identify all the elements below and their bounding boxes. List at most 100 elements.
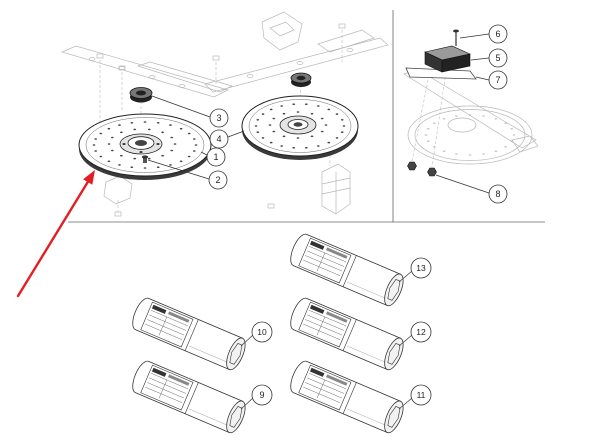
callout-5: 5	[488, 48, 508, 68]
knife-bar	[403, 69, 537, 149]
disc-hole	[320, 130, 324, 133]
cylinder-end-face	[226, 400, 246, 434]
callout-circle	[488, 184, 508, 204]
callout-10: 10	[251, 321, 273, 343]
callout-number: 1	[213, 152, 218, 162]
cylinder-section-edge	[342, 255, 357, 287]
disc-hole	[133, 128, 137, 131]
small-bolt	[338, 23, 346, 29]
callout-number: 7	[495, 75, 500, 85]
callout-number: 10	[257, 327, 267, 337]
label-header	[309, 304, 325, 314]
disc-hole	[187, 132, 191, 135]
cutter-bar-beam	[204, 37, 389, 93]
disc-inner-ring	[248, 99, 352, 153]
assembly-axis	[411, 69, 431, 162]
label-line	[305, 382, 343, 399]
callout-circle	[410, 384, 432, 406]
label-line	[309, 246, 347, 263]
small-bolt	[212, 55, 220, 61]
cylinder-shading	[189, 345, 232, 365]
disc-hole	[455, 153, 458, 155]
leader-line-10	[240, 334, 254, 347]
disc-hole	[442, 118, 446, 120]
disc-hole	[256, 119, 260, 121]
blade-disc-left	[78, 113, 212, 180]
cylinder-shading	[189, 408, 232, 428]
disc-hole	[192, 150, 196, 152]
callout-circle	[488, 24, 508, 44]
cylinder-end-face	[226, 337, 246, 371]
leader-line-9	[240, 397, 254, 410]
small-bolt	[96, 53, 104, 59]
disc-hole	[468, 154, 472, 156]
disc-hole	[494, 150, 498, 152]
cutter-bar-beam	[60, 45, 229, 98]
red-pointer-arrow	[16, 170, 95, 298]
callout-6: 6	[488, 24, 508, 44]
disc-hole	[426, 140, 430, 142]
disc-holes-inner	[268, 111, 328, 139]
label-line	[151, 310, 189, 327]
leader-line-4	[227, 130, 245, 138]
disc-hole	[169, 164, 172, 166]
callout-circle	[410, 321, 432, 343]
disc-hole	[327, 108, 331, 111]
callout-12: 12	[410, 321, 432, 343]
cylinder-part-11	[290, 360, 404, 434]
disc-hole	[130, 122, 134, 124]
disc-hole	[118, 164, 121, 166]
disc-hole	[335, 113, 339, 115]
disc-hole	[173, 143, 177, 145]
disc-hole	[292, 103, 296, 105]
label-header	[325, 311, 348, 323]
disc-outline	[407, 105, 533, 165]
disc-hole	[482, 115, 485, 117]
knife-assembly-background	[403, 69, 539, 168]
cylinder-part-9	[132, 360, 246, 434]
label-header	[151, 367, 167, 377]
disc-hole	[280, 145, 284, 147]
hex-nut	[427, 167, 437, 177]
cylinder-shading	[347, 345, 390, 365]
disc-hole	[261, 137, 265, 139]
disc-hole	[272, 130, 276, 133]
callout-number: 8	[495, 189, 500, 199]
disc-hole	[304, 147, 308, 149]
label-header	[325, 247, 348, 259]
disc-hole	[118, 124, 121, 126]
disc-hole	[320, 117, 324, 120]
disc-hole	[187, 155, 191, 158]
callout-circle	[208, 170, 228, 190]
callout-9: 9	[251, 384, 273, 406]
holder-side-face	[441, 53, 471, 73]
disc-hole	[335, 137, 339, 139]
label-line	[151, 373, 189, 390]
label-line	[309, 310, 347, 327]
disc-hole	[110, 149, 114, 152]
hub-outline	[447, 117, 477, 133]
cylinder-part-10	[132, 297, 246, 371]
mount-plate	[317, 29, 375, 53]
leader-line-11	[398, 397, 413, 410]
disc-hole	[433, 146, 436, 148]
disc-hole	[504, 146, 507, 148]
callout-circle	[251, 321, 273, 343]
callout-number: 2	[215, 175, 220, 185]
disc-hole	[442, 150, 446, 152]
hub-center	[135, 140, 147, 146]
cylinder-section-edge	[184, 319, 199, 351]
label-line	[303, 386, 341, 403]
leader-line-1	[200, 151, 208, 156]
label-line	[307, 314, 345, 331]
disc-hole	[510, 128, 514, 130]
disc-hole	[340, 119, 344, 121]
label-line	[149, 314, 187, 331]
disc-hole	[147, 128, 151, 131]
disc-hole	[268, 124, 272, 126]
disc-hole	[340, 131, 344, 133]
disc-hole	[143, 167, 147, 169]
callout-number: 9	[259, 390, 264, 400]
callout-circle	[251, 384, 273, 406]
disc-hole	[433, 122, 436, 124]
